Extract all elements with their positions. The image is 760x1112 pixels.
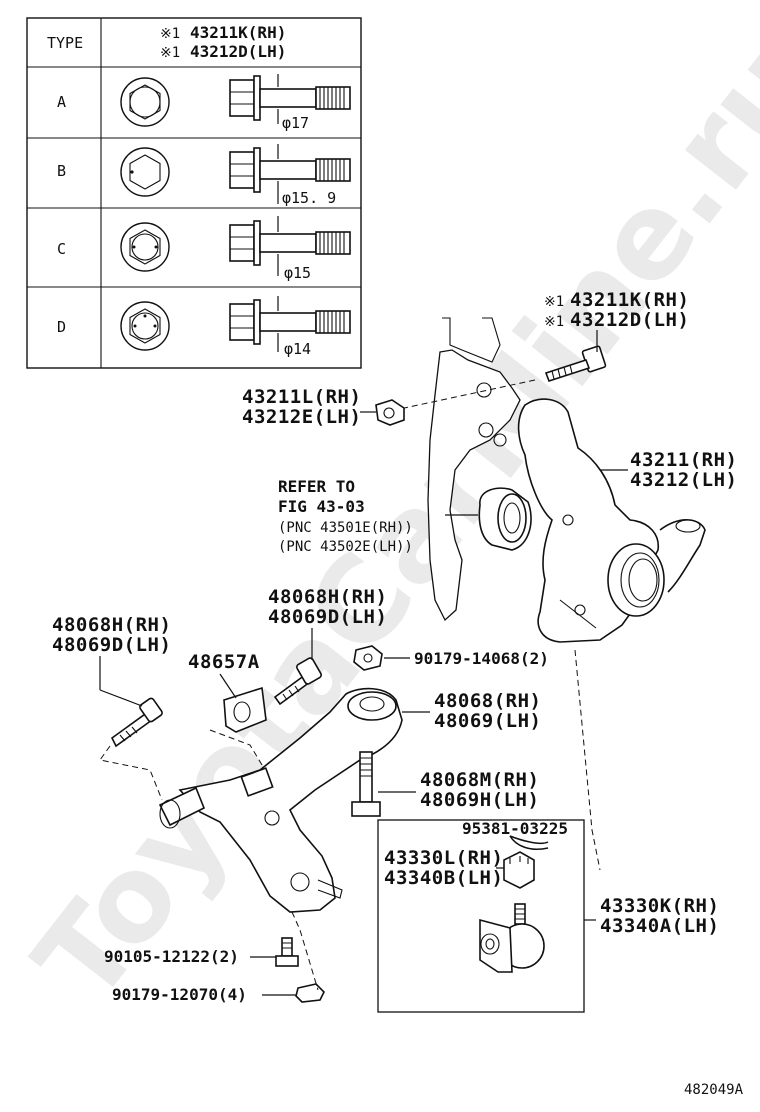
table-header-mark-2: ※1 [160,45,180,61]
table-header-type: TYPE [47,34,83,52]
table-row-d: D φ14 [57,296,351,358]
callout-mark: ※1 [544,314,564,330]
callout-part-number: 48657A [188,651,260,673]
callout-knuckle: 43211(RH) 43212(LH) [600,449,737,491]
callout-part-number: 43340B(LH) [384,867,503,889]
callout-part-number: 43211L(RH) [242,386,361,408]
callout-part-number: 48069D(LH) [52,634,171,656]
callout-nut-90179-12070: 90179-12070(4) [112,985,296,1004]
refer-pnc-text: (PNC 43502E(LH)) [278,539,413,555]
callout-bolt-top: ※1 43211K(RH) ※1 43212D(LH) [544,289,689,352]
callout-part-number: 43340A(LH) [600,915,719,937]
callout-rear-arm-bolt: 48068H(RH) 48069D(LH) [52,614,171,707]
callout-flange-nut: 43211L(RH) 43212E(LH) [242,386,376,428]
type-label-d: D [57,318,66,336]
callout-part-number: 43211K(RH) [570,289,689,311]
table-header-part-1: 43211K(RH) [190,23,286,42]
diameter-c: φ15 [284,264,311,282]
vertical-arm-bolt [351,751,381,817]
strut-bracket-drawing [427,317,521,622]
cotter-pin [509,835,549,850]
callout-part-number: 48068M(RH) [420,769,539,791]
flange-nut-90179 [353,645,383,671]
flange-bolt-side-view-icon [229,144,351,204]
lower-suspension-arm [158,687,403,913]
callout-part-number: 43212(LH) [630,469,737,491]
flange-nut [375,399,405,426]
callout-part-number: 43212D(LH) [570,309,689,331]
callout-part-number: 90179-14068(2) [414,649,549,668]
stabilizer-bracket [223,686,267,733]
callout-cotter-pin: 95381-03225 [462,819,568,838]
callout-mark: ※1 [544,294,564,310]
type-label-b: B [57,162,66,180]
callout-part-number: 43330L(RH) [384,847,503,869]
castle-nut [503,851,535,889]
front-arm-bolt [273,657,322,706]
bolt-head-end-view-icon [120,147,170,197]
callout-part-number: 48069D(LH) [268,606,387,628]
nut-90179-12070 [295,983,325,1003]
hub-bearing [478,487,532,551]
flange-bolt-side-view-icon [229,74,351,124]
callout-front-arm-bolt: 48068H(RH) 48069D(LH) [268,586,387,660]
ball-joint-inset-box [377,819,585,1013]
flange-bolt-side-view-icon [229,216,351,276]
lower-ball-joint [479,903,545,973]
refer-to-text: REFER TO [278,477,355,496]
callout-bracket: 48657A [188,651,260,699]
figure-number: 482049A [684,1082,744,1098]
callout-castle-nut: 43330L(RH) 43340B(LH) [384,847,504,889]
bolt-head-end-view-icon [120,301,170,351]
upper-flange-bolt [544,345,607,382]
bolt-head-end-view-icon [120,77,170,127]
table-header-part-2: 43212D(LH) [190,42,286,61]
bolt-90105 [275,937,299,967]
callout-part-number: 48068(RH) [434,690,541,712]
callout-part-number: 48069(LH) [434,710,541,732]
callout-part-number: 43212E(LH) [242,406,361,428]
callout-lower-arm: 48068(RH) 48069(LH) [402,690,541,732]
bolt-head-end-view-icon [120,222,170,272]
callout-bolt-90105: 90105-12122(2) [104,947,276,966]
callout-part-number: 95381-03225 [462,819,568,838]
callout-ball-joint: 43330K(RH) 43340A(LH) [584,895,719,937]
callout-part-number: 43330K(RH) [600,895,719,917]
table-row-b: B φ15. 9 [57,144,351,207]
table-row-a: A φ17 [57,74,351,132]
callout-arm-bolt: 48068M(RH) 48069H(LH) [378,769,539,811]
callout-refer-fig: REFER TO FIG 43-03 (PNC 43501E(RH)) (PNC… [278,477,478,555]
steering-knuckle [517,398,706,643]
callout-part-number: 48068H(RH) [268,586,387,608]
diameter-a: φ17 [282,114,309,132]
type-label-a: A [57,93,66,111]
refer-fig-text: FIG 43-03 [278,497,365,516]
table-row-c: C φ15 [57,216,351,282]
refer-pnc-text: (PNC 43501E(RH)) [278,520,413,536]
callout-part-number: 90105-12122(2) [104,947,239,966]
callout-part-number: 48069H(LH) [420,789,539,811]
diameter-b: φ15. 9 [282,189,336,207]
bolt-type-table: TYPE ※1 43211K(RH) ※1 43212D(LH) A [26,17,362,369]
table-header-mark-1: ※1 [160,26,180,42]
callout-nut-90179-14068: 90179-14068(2) [384,649,549,668]
callout-part-number: 90179-12070(4) [112,985,247,1004]
callout-part-number: 48068H(RH) [52,614,171,636]
type-label-c: C [57,240,66,258]
diameter-d: φ14 [284,340,311,358]
rear-arm-bolt [110,697,163,748]
flange-bolt-side-view-icon [229,296,351,352]
callout-part-number: 43211(RH) [630,449,737,471]
